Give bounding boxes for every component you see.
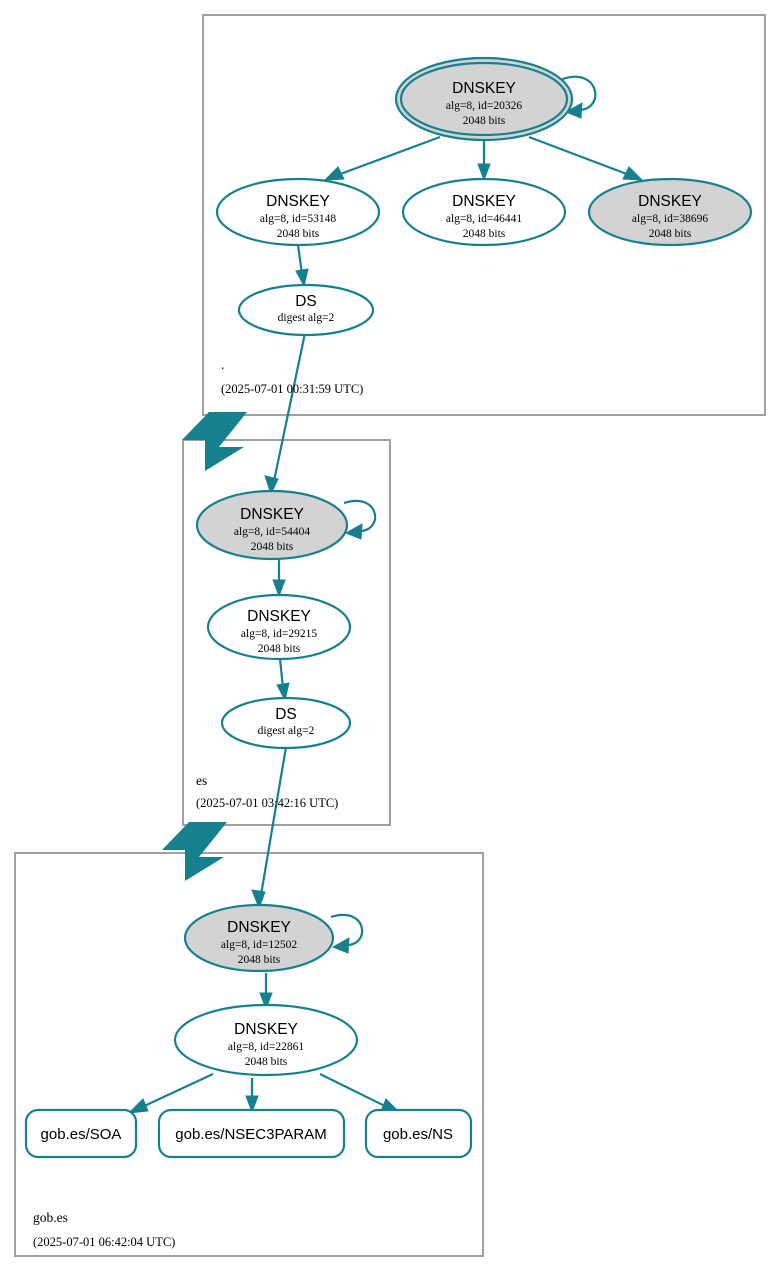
node-bits-label: 2048 bits: [251, 541, 294, 553]
node-es-ksk-54404[interactable]: DNSKEY alg=8, id=54404 2048 bits: [195, 489, 349, 561]
edge-arrowhead-es-zsk-29215: [272, 579, 286, 598]
trust-anchor-inner-ring: [399, 61, 569, 137]
zone-timestamp-gobes: (2025-07-01 06:42:04 UTC): [33, 1235, 175, 1249]
node-type-label: DNSKEY: [452, 80, 516, 97]
node-bits-label: 2048 bits: [463, 228, 506, 240]
edge-arrowhead-self-gobes-ksk: [331, 937, 350, 954]
rrset-node-nsec3param[interactable]: gob.es/NSEC3PARAM: [157, 1108, 346, 1159]
node-shape: [206, 593, 352, 661]
rrset-label: gob.es/SOA: [41, 1126, 122, 1143]
zone-timestamp-es: (2025-07-01 03:42:16 UTC): [196, 796, 338, 810]
edge-arrowhead-es-ds: [276, 682, 290, 702]
node-shape: [173, 1003, 359, 1077]
node-alg-label: alg=8, id=54404: [234, 526, 310, 538]
node-digest-label: digest alg=2: [278, 312, 335, 324]
delegation-arrow-root-to-es: [182, 412, 247, 471]
zone-timestamp-root: (2025-07-01 00:31:59 UTC): [221, 382, 363, 396]
rrset-node-ns[interactable]: gob.es/NS: [364, 1108, 473, 1159]
rrset-shape: [364, 1108, 473, 1159]
node-type-label: DNSKEY: [266, 193, 330, 210]
node-es-zsk-29215[interactable]: DNSKEY alg=8, id=29215 2048 bits: [206, 593, 352, 661]
edge-es-zsk-to-ds: [278, 658, 285, 689]
edge-root-ksk-to-zsk-53148: [334, 135, 441, 178]
node-shape: [237, 283, 375, 337]
edge-arrowhead-self-root-ksk: [564, 102, 583, 119]
rrset-shape: [24, 1108, 138, 1159]
node-type-label: DNSKEY: [234, 1021, 298, 1038]
edge-arrowhead-root-ds: [295, 268, 309, 288]
node-bits-label: 2048 bits: [245, 1056, 288, 1068]
node-alg-label: alg=8, id=12502: [221, 939, 297, 951]
node-alg-label: alg=8, id=22861: [228, 1041, 304, 1053]
rrset-node-soa[interactable]: gob.es/SOA: [24, 1108, 138, 1159]
node-root-zsk-38696[interactable]: DNSKEY alg=8, id=38696 2048 bits: [587, 177, 753, 247]
node-bits-label: 2048 bits: [277, 228, 320, 240]
node-type-label: DNSKEY: [638, 193, 702, 210]
node-bits-label: 2048 bits: [258, 643, 301, 655]
node-gobes-ksk-12502[interactable]: DNSKEY alg=8, id=12502 2048 bits: [183, 903, 335, 973]
node-alg-label: alg=8, id=46441: [446, 213, 522, 225]
edge-arrowhead-root-zsk-38696: [622, 166, 644, 181]
node-shape: [587, 177, 753, 247]
node-root-ds-es[interactable]: DS digest alg=2: [237, 283, 375, 337]
edge-root-zsk-53148-to-ds: [296, 244, 304, 275]
node-shape: [183, 903, 335, 973]
node-type-label: DNSKEY: [240, 506, 304, 523]
edge-es-ds-to-gobes-ksk: [259, 746, 288, 896]
edge-self-gobes-ksk-12502: [330, 913, 364, 947]
edge-arrowhead-gobes-zsk-22861: [259, 992, 273, 1011]
node-shape: [195, 489, 349, 561]
edge-arrowhead-root-zsk-53148: [323, 166, 345, 181]
edge-arrowhead-self-es-ksk: [344, 523, 363, 540]
node-alg-label: alg=8, id=53148: [260, 213, 336, 225]
zone-label-gobes: gob.es: [33, 1210, 68, 1225]
node-root-ksk-20326[interactable]: DNSKEY alg=8, id=20326 2048 bits: [394, 56, 574, 142]
edge-arrowhead-rrset-nsec3param: [245, 1095, 259, 1114]
node-alg-label: alg=8, id=29215: [241, 628, 317, 640]
rrset-shape: [157, 1108, 346, 1159]
edge-arrowhead-rrset-soa: [127, 1098, 149, 1114]
edge-gobes-zsk-to-soa: [139, 1073, 214, 1109]
node-alg-label: alg=8, id=38696: [632, 213, 708, 225]
node-type-label: DNSKEY: [227, 919, 291, 936]
node-gobes-zsk-22861[interactable]: DNSKEY alg=8, id=22861 2048 bits: [173, 1003, 359, 1077]
edge-arrowhead-root-zsk-46441: [477, 163, 491, 182]
edge-self-root-ksk-20326: [559, 75, 597, 112]
node-root-zsk-53148[interactable]: DNSKEY alg=8, id=53148 2048 bits: [215, 177, 381, 247]
node-alg-label: alg=8, id=20326: [446, 100, 522, 112]
edge-arrowhead-gobes-ksk: [251, 889, 266, 910]
node-type-label: DS: [295, 293, 317, 310]
node-es-ds-gobes[interactable]: DS digest alg=2: [220, 696, 352, 750]
zone-label-es: es: [196, 773, 207, 788]
edge-arrowhead-es-ksk: [264, 475, 279, 496]
node-type-label: DS: [275, 706, 297, 723]
node-bits-label: 2048 bits: [238, 954, 281, 966]
edge-root-ksk-to-zsk-38696: [528, 135, 633, 178]
node-root-zsk-46441[interactable]: DNSKEY alg=8, id=46441 2048 bits: [401, 177, 567, 247]
node-bits-label: 2048 bits: [463, 115, 506, 127]
edge-gobes-zsk-to-ns: [319, 1073, 390, 1109]
node-shape: [401, 177, 567, 247]
node-shape: [215, 177, 381, 247]
edge-self-es-ksk-54404: [343, 499, 377, 533]
node-digest-label: digest alg=2: [258, 725, 315, 737]
zone-label-root: .: [221, 357, 224, 372]
node-type-label: DNSKEY: [247, 608, 311, 625]
node-shape: [220, 696, 352, 750]
rrset-label: gob.es/NS: [383, 1126, 453, 1143]
edge-root-ds-to-es-ksk: [272, 332, 307, 482]
delegation-arrow-es-to-gobes: [162, 822, 227, 881]
node-type-label: DNSKEY: [452, 193, 516, 210]
rrset-label: gob.es/NSEC3PARAM: [175, 1126, 326, 1143]
node-bits-label: 2048 bits: [649, 228, 692, 240]
